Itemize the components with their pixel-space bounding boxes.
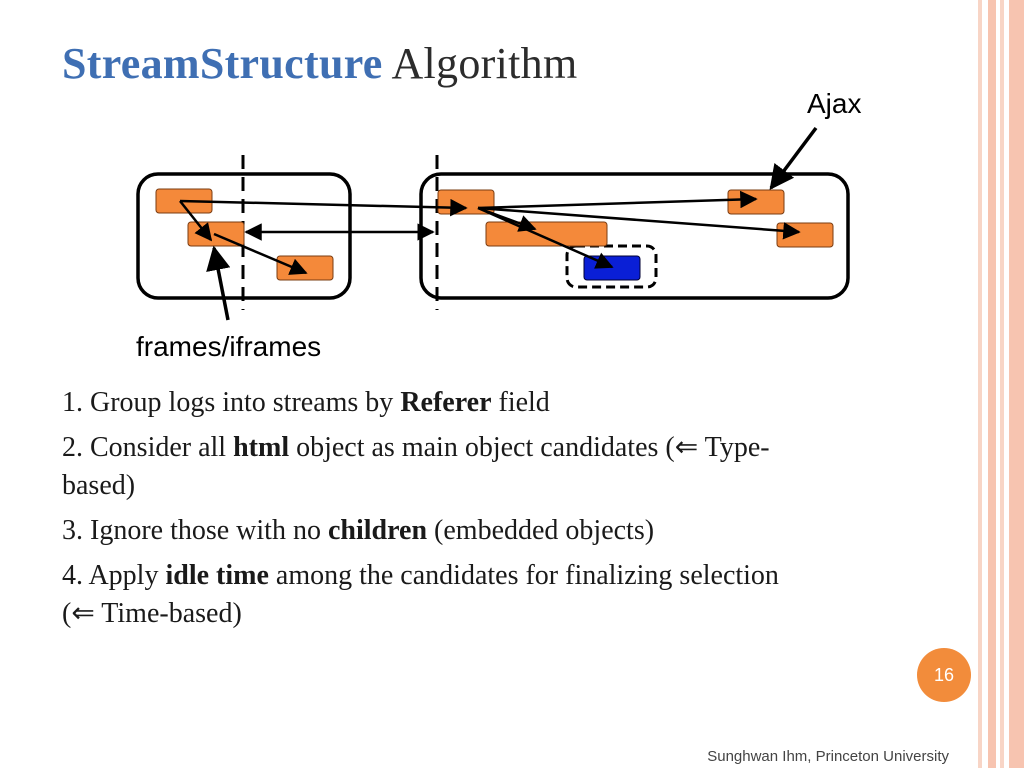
ajax-callout-arrow: [769, 126, 818, 190]
page-number-badge: 16: [917, 648, 971, 702]
arrow-main-to-r2: [477, 206, 801, 240]
algorithm-steps: 1. Group logs into streams by Referer fi…: [62, 384, 782, 640]
object-right-1: [727, 189, 785, 215]
step-item: 1. Group logs into streams by Referer fi…: [62, 387, 550, 418]
arrow-l1-to-r-main: [179, 198, 468, 217]
frames-callout-arrow: [206, 245, 231, 321]
step-item: 2. Consider all html object as main obje…: [62, 432, 770, 501]
object-right-2: [776, 222, 834, 248]
side-stripes: [978, 0, 1024, 768]
arrow-main-to-r1: [477, 190, 758, 210]
title-strong: StreamStructure: [62, 39, 383, 88]
object-right-wide: [485, 221, 608, 247]
label-frames: frames/iframes: [136, 331, 321, 362]
arrow-l2-to-l3: [213, 232, 308, 275]
arrow-main-to-selected: [477, 206, 614, 269]
label-ajax: Ajax: [807, 88, 861, 119]
arrow-l1-to-l2: [179, 200, 213, 242]
step-item: 4. Apply idle time among the candidates …: [62, 560, 779, 629]
selected-object-outline: [565, 244, 658, 289]
title-rest: Algorithm: [391, 39, 578, 88]
footer-credit: Sunghwan Ihm, Princeton University: [707, 748, 949, 765]
step-item: 3. Ignore those with no children (embedd…: [62, 515, 655, 546]
object-left-3: [276, 255, 334, 281]
slide-title: StreamStructure Algorithm: [62, 38, 577, 89]
